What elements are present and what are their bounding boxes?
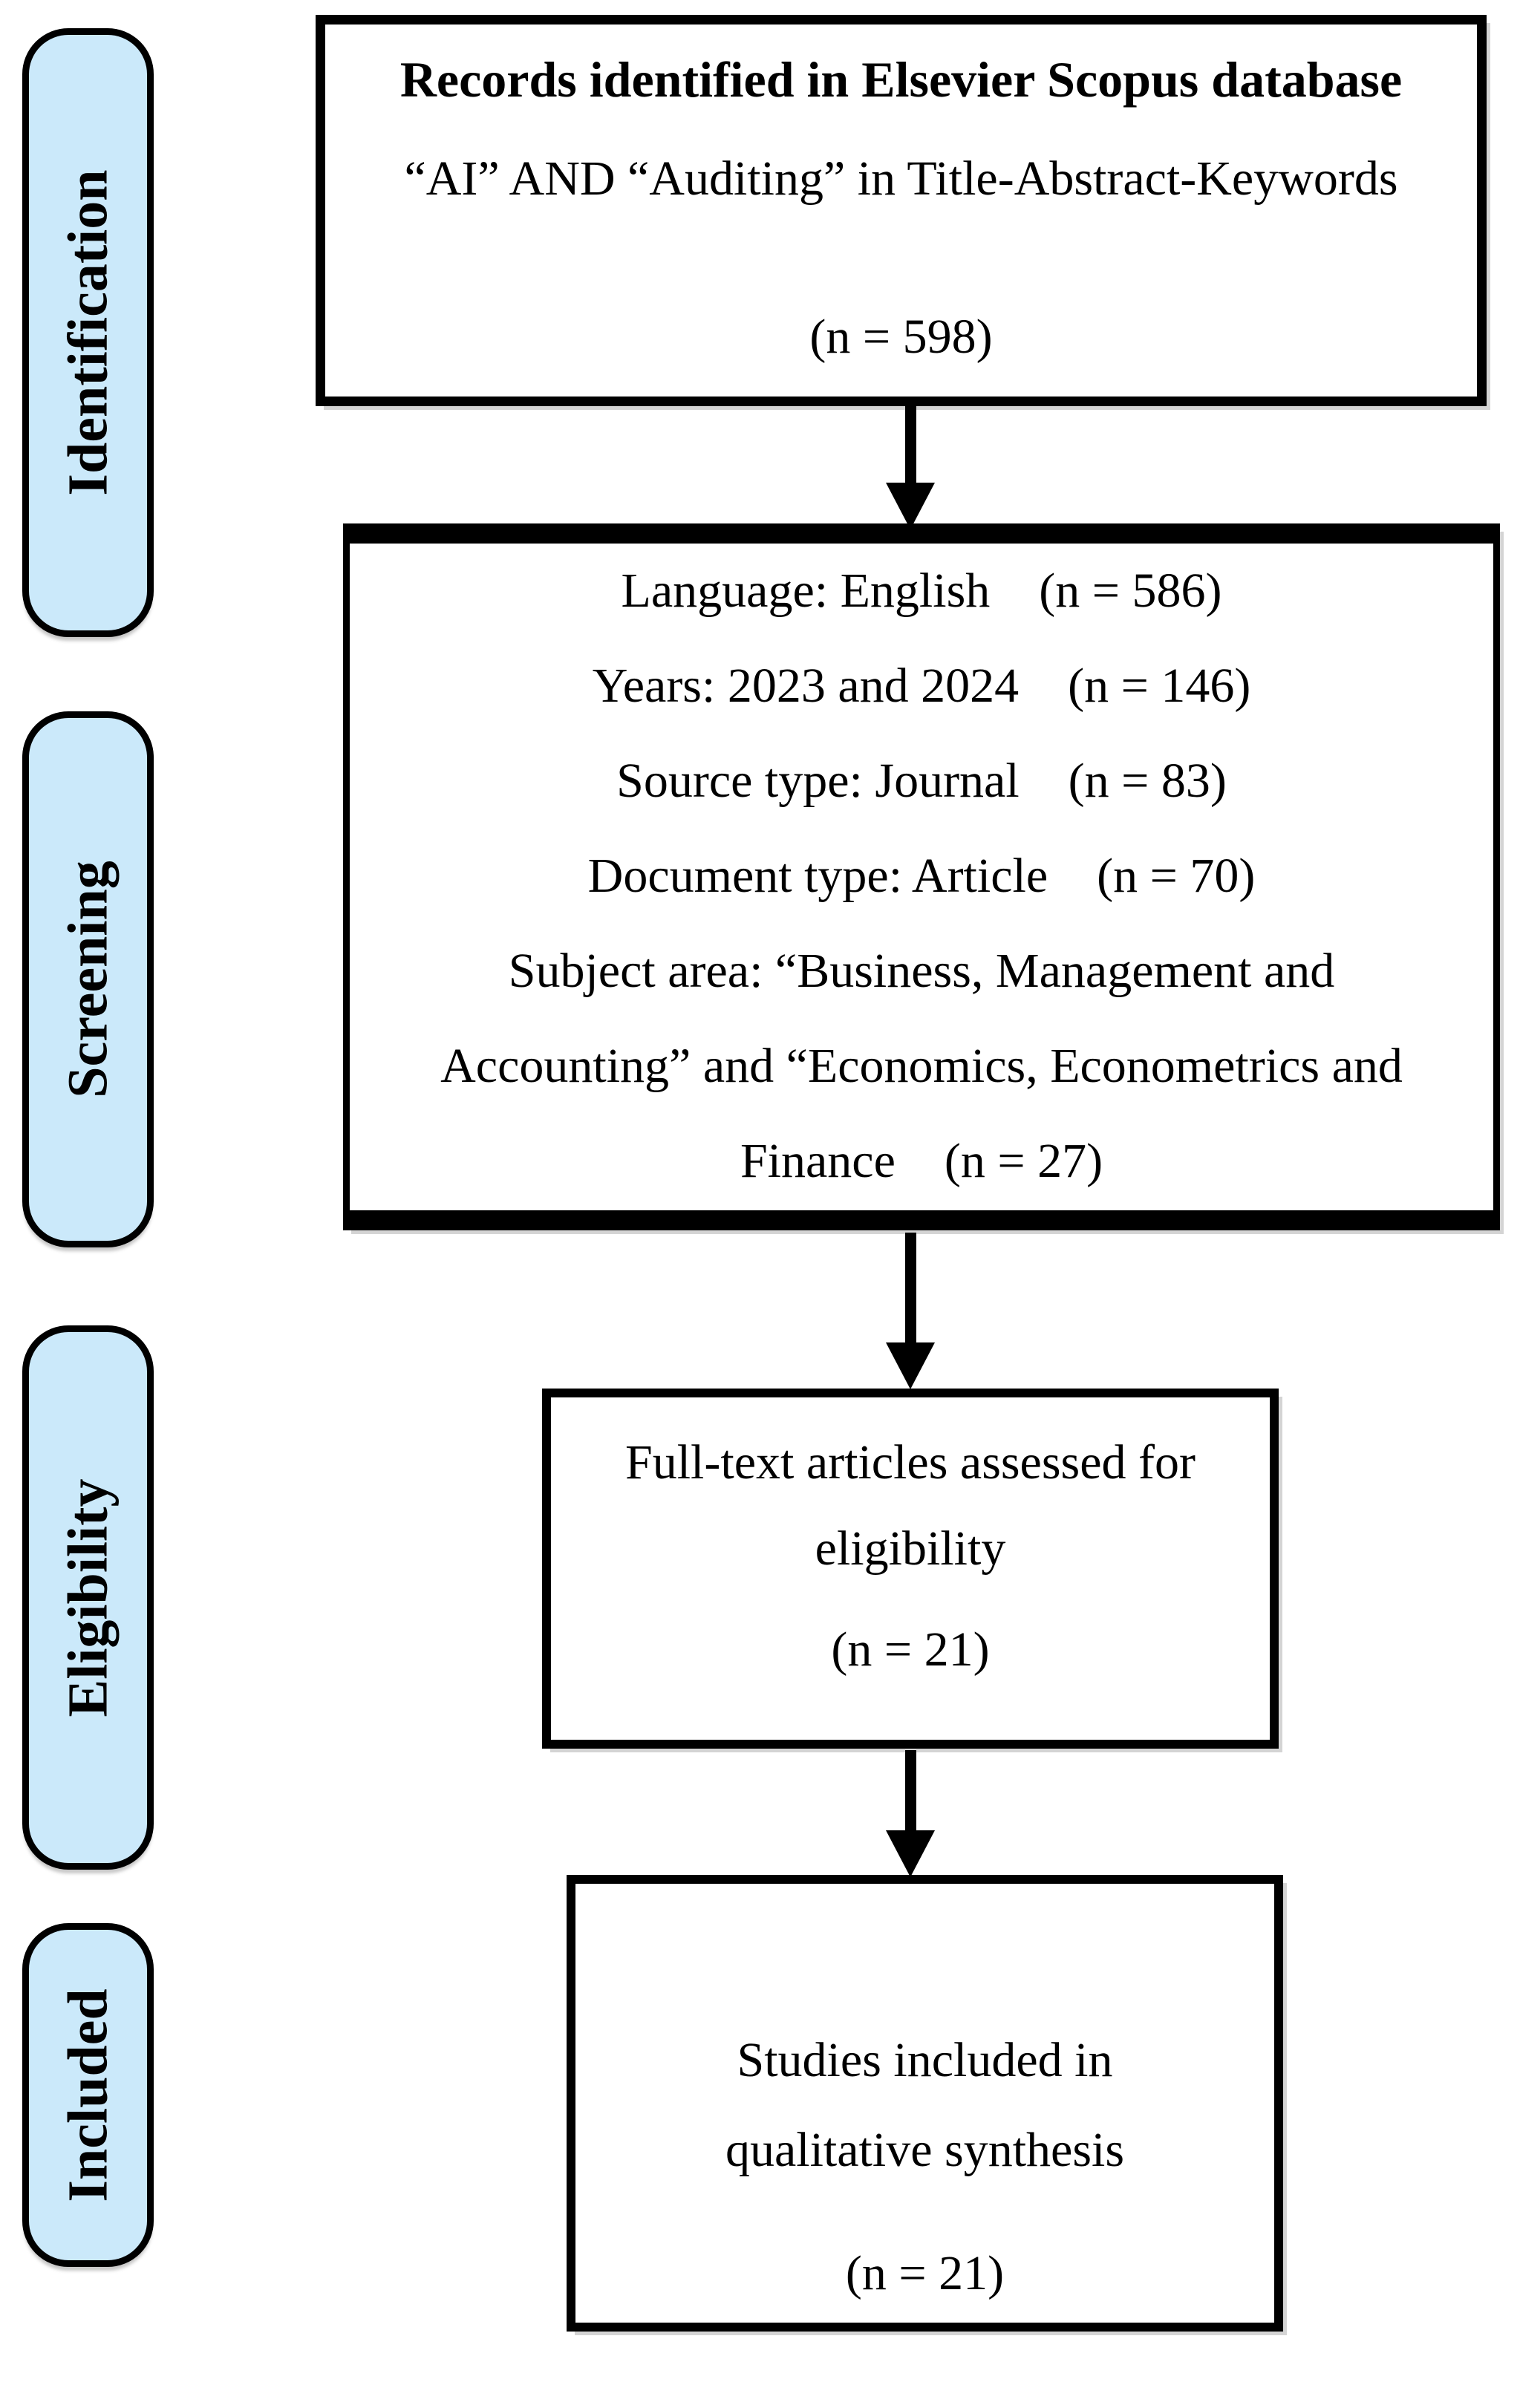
- stage-identification: Identification: [22, 28, 154, 637]
- stage-identification-label: Identification: [56, 169, 120, 496]
- arrow-head: [886, 1342, 935, 1389]
- arrow-shaft: [904, 406, 916, 483]
- records-identified-title: Records identified in Elsevier Scopus da…: [399, 51, 1403, 108]
- studies-included-line-2: qualitative synthesis: [725, 2123, 1125, 2177]
- fulltext-assessed-count: (n = 21): [831, 1622, 990, 1677]
- records-identified-box: Records identified in Elsevier Scopus da…: [316, 15, 1487, 406]
- search-query-text: “AI” AND “Auditing” in Title-Abstract-Ke…: [404, 151, 1398, 206]
- stage-eligibility: Eligibility: [22, 1325, 154, 1870]
- fulltext-assessed-line-2: eligibility: [815, 1521, 1006, 1576]
- filter-subject-area-line-3: Finance (n = 27): [740, 1134, 1103, 1188]
- down-arrow-icon: [876, 1233, 945, 1389]
- arrow-head: [886, 1830, 935, 1877]
- records-identified-count: (n = 598): [809, 310, 993, 364]
- filter-source-type: Source type: Journal (n = 83): [616, 754, 1227, 808]
- stage-included-label: Included: [56, 1988, 120, 2202]
- stage-included: Included: [22, 1923, 154, 2267]
- arrow-head: [886, 483, 935, 529]
- down-arrow-icon: [876, 406, 945, 529]
- arrow-shaft: [904, 1233, 916, 1342]
- filter-subject-area-line-2: Accounting” and “Economics, Econometrics…: [440, 1039, 1403, 1093]
- stage-screening: Screening: [22, 711, 154, 1247]
- fulltext-assessed-box: Full-text articles assessed for eligibil…: [542, 1389, 1279, 1749]
- filter-document-type: Document type: Article (n = 70): [587, 849, 1256, 903]
- stage-eligibility-label: Eligibility: [56, 1478, 120, 1717]
- down-arrow-icon: [876, 1750, 945, 1877]
- studies-included-box: Studies included in qualitative synthesi…: [567, 1875, 1283, 2332]
- arrow-shaft: [904, 1750, 916, 1830]
- filter-language: Language: English (n = 586): [621, 564, 1222, 618]
- stage-screening-label: Screening: [56, 861, 120, 1098]
- screening-filters-box: Language: English (n = 586) Years: 2023 …: [343, 523, 1500, 1230]
- filter-subject-area-line-1: Subject area: “Business, Management and: [508, 944, 1335, 998]
- filter-years: Years: 2023 and 2024 (n = 146): [592, 659, 1251, 713]
- fulltext-assessed-line-1: Full-text articles assessed for: [625, 1435, 1196, 1489]
- studies-included-count: (n = 21): [845, 2246, 1005, 2300]
- studies-included-line-1: Studies included in: [737, 2033, 1113, 2087]
